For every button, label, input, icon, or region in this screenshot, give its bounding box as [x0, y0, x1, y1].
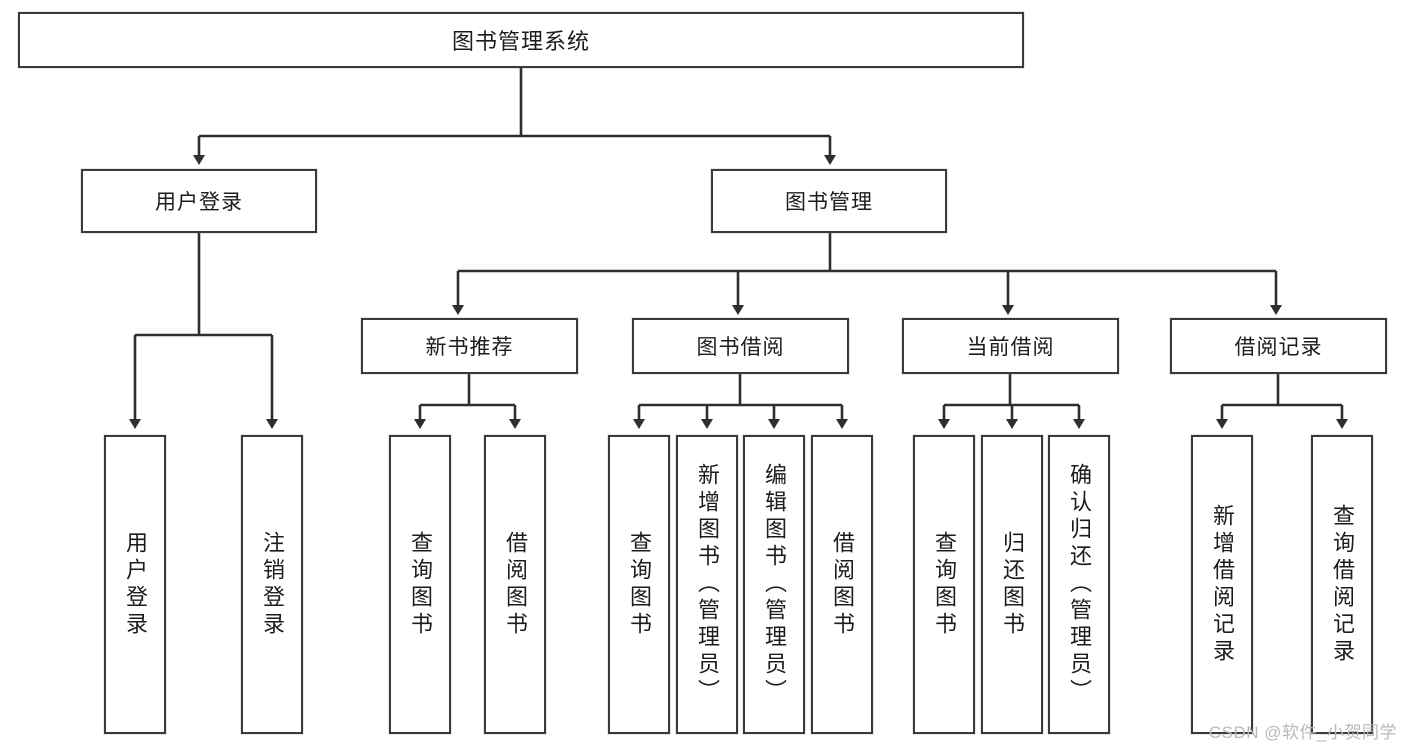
node-user-login[interactable]: 用户登录: [81, 169, 317, 233]
leaf-query-book-borrow[interactable]: 查询图书: [608, 435, 670, 734]
leaf-confirm-return-admin[interactable]: 确认归还（管理员）: [1048, 435, 1110, 734]
leaf-return-book[interactable]: 归还图书: [981, 435, 1043, 734]
node-borrow-record[interactable]: 借阅记录: [1170, 318, 1387, 374]
leaf-add-book-admin[interactable]: 新增图书（管理员）: [676, 435, 738, 734]
leaf-borrow-book[interactable]: 借阅图书: [811, 435, 873, 734]
watermark: CSDN @软件_小贺同学: [1208, 723, 1397, 742]
leaf-edit-book-admin[interactable]: 编辑图书（管理员）: [743, 435, 805, 734]
leaf-add-borrow-record[interactable]: 新增借阅记录: [1191, 435, 1253, 734]
leaf-user-login[interactable]: 用户登录: [104, 435, 166, 734]
leaf-query-book-recommend[interactable]: 查询图书: [389, 435, 451, 734]
leaf-query-book-current[interactable]: 查询图书: [913, 435, 975, 734]
leaf-borrow-book-recommend[interactable]: 借阅图书: [484, 435, 546, 734]
node-current-borrow[interactable]: 当前借阅: [902, 318, 1119, 374]
node-new-book-recommend[interactable]: 新书推荐: [361, 318, 578, 374]
leaf-logout[interactable]: 注销登录: [241, 435, 303, 734]
node-root[interactable]: 图书管理系统: [18, 12, 1024, 68]
node-book-borrow[interactable]: 图书借阅: [632, 318, 849, 374]
node-book-management[interactable]: 图书管理: [711, 169, 947, 233]
leaf-query-borrow-record[interactable]: 查询借阅记录: [1311, 435, 1373, 734]
